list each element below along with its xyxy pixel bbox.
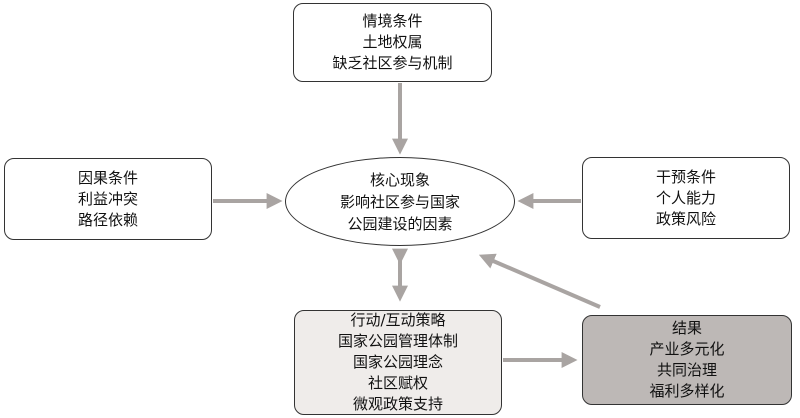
core-phenomenon-ellipse: 核心现象 影响社区参与国家 公园建设的因素 (285, 157, 515, 246)
intervening-conditions-box: 干预条件 个人能力 政策风险 (582, 157, 790, 239)
context-title: 情境条件 (362, 12, 423, 30)
action-item: 国家公园管理体制 (337, 332, 458, 350)
action-item: 国家公园理念 (352, 353, 443, 371)
results-box: 结果 产业多元化 共同治理 福利多样化 (582, 315, 792, 405)
result-item: 共同治理 (656, 361, 717, 379)
context-item: 缺乏社区参与机制 (332, 54, 453, 72)
arrow-result-to-core (478, 253, 601, 309)
context-conditions-box: 情境条件 土地权属 缺乏社区参与机制 (293, 3, 492, 82)
context-item: 土地权属 (362, 33, 423, 51)
action-item: 社区赋权 (367, 374, 428, 392)
action-item: 微观政策支持 (352, 395, 443, 413)
core-line: 影响社区参与国家 (339, 192, 460, 211)
core-line: 公园建设的因素 (347, 214, 453, 233)
intervening-title: 干预条件 (655, 167, 716, 186)
result-title: 结果 (671, 319, 702, 337)
causal-item: 利益冲突 (77, 189, 138, 208)
causal-title: 因果条件 (77, 168, 138, 187)
result-item: 福利多样化 (649, 382, 725, 400)
intervening-item: 政策风险 (655, 209, 716, 228)
result-item: 产业多元化 (649, 340, 725, 358)
core-title: 核心现象 (369, 170, 430, 189)
action-title: 行动/互动策略 (350, 311, 446, 329)
causal-item: 路径依赖 (77, 210, 138, 229)
intervening-item: 个人能力 (655, 188, 716, 207)
causal-conditions-box: 因果条件 利益冲突 路径依赖 (4, 158, 212, 240)
action-strategies-box: 行动/互动策略 国家公园管理体制 国家公园理念 社区赋权 微观政策支持 (294, 310, 502, 415)
